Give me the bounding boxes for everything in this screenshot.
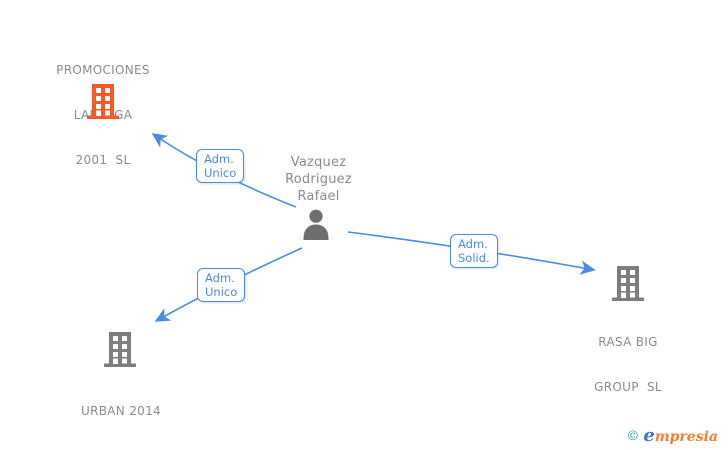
- building-icon[interactable]: [87, 84, 119, 123]
- edge-label-adm-solid: Adm. Solid.: [450, 234, 498, 268]
- person-name-line: Rafael: [297, 189, 340, 204]
- building-icon[interactable]: [612, 266, 644, 305]
- company-name-line: 2001 SL: [75, 153, 131, 167]
- copyright-symbol: ©: [626, 429, 640, 444]
- company-name-line: PROMOCIONES: [56, 63, 150, 77]
- edge-label-adm-unico-bottom: Adm. Unico: [197, 268, 246, 302]
- person-name-line: Vazquez: [290, 155, 347, 170]
- company-name-line: RASA BIG: [598, 335, 658, 349]
- person-icon[interactable]: [299, 208, 333, 246]
- company-name-line: URBAN 2014: [81, 404, 161, 418]
- company-name-line: GROUP SL: [594, 380, 662, 394]
- edge-label-line: Unico: [204, 166, 237, 180]
- person-name-line: Rodriguez: [285, 172, 352, 187]
- edge-label-adm-unico-top: Adm. Unico: [196, 149, 245, 183]
- company-name: RASA BIG GROUP SL: [553, 305, 703, 425]
- edge-label-line: Unico: [205, 285, 238, 299]
- company-name: URBAN 2014 SL: [46, 374, 196, 450]
- edge-label-line: Solid.: [458, 251, 490, 265]
- person-name: Vazquez Rodriguez Rafael: [256, 154, 381, 205]
- watermark-brand-rest: mpresia: [654, 429, 718, 445]
- edge-label-line: Adm.: [204, 152, 234, 166]
- edge-label-line: Adm.: [205, 271, 235, 285]
- building-icon[interactable]: [104, 332, 136, 371]
- empresia-watermark: ©empresia: [626, 425, 718, 446]
- edge-label-line: Adm.: [458, 237, 488, 251]
- watermark-brand-initial: e: [643, 425, 655, 446]
